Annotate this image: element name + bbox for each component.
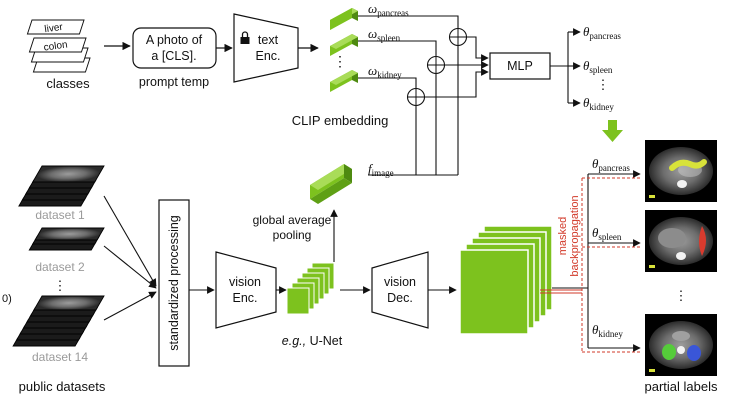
vision-decoder-line-2: Dec.: [387, 291, 413, 305]
text-encoder: text Enc.: [233, 13, 299, 83]
dataset-14-label: dataset 14: [32, 350, 88, 364]
dataset-1-label: dataset 1: [35, 208, 85, 222]
head-theta-spleen: θspleen: [592, 225, 622, 242]
text-encoder-line-1: text: [258, 33, 279, 47]
theta-out-spleen: θspleen: [583, 58, 613, 75]
output-feature-stack: [459, 225, 553, 335]
omega-spleen: ωspleen: [368, 26, 401, 43]
mlp-box: [489, 52, 551, 80]
dataset-stack-2: dataset 2: [28, 227, 105, 274]
head-theta-kidney: θkidney: [592, 322, 623, 339]
line-pancreas: [358, 15, 459, 28]
fimage-connectors: [368, 45, 459, 176]
concat-pancreas-icon: [448, 27, 468, 47]
classes-caption: classes: [46, 76, 90, 91]
mlp-label: MLP: [507, 59, 533, 73]
ct-slice-pancreas: [645, 140, 717, 202]
prompt-line-2: a [CLS].: [151, 49, 196, 63]
public-datasets-caption: public datasets: [19, 379, 106, 394]
left-edge-mark: 0): [2, 293, 12, 305]
standardized-box: [158, 199, 190, 367]
standardized-processing: standardized processing: [158, 199, 190, 367]
dataset-arrows: [103, 195, 157, 321]
text-encoder-shape: [233, 13, 299, 83]
pooling-line-2: pooling: [273, 228, 312, 242]
omega-pancreas: ωpancreas: [368, 1, 409, 18]
head-dots: ⋮: [675, 288, 688, 303]
clip-bar-kidney: [330, 70, 358, 92]
dataset-stack-14: dataset 14: [12, 295, 105, 364]
dataset-stack-1: dataset 1: [18, 165, 105, 222]
clip-bar-spleen: [330, 34, 358, 56]
line-kidney: [358, 77, 417, 88]
vision-encoder-line-1: vision: [229, 275, 261, 289]
prompt-line-1: A photo of: [146, 33, 203, 47]
pooling-line-1: global average: [253, 213, 332, 227]
line-spleen: [358, 40, 437, 56]
concat-circles: [406, 27, 468, 107]
theta-outputs: θpancreas θspleen ⋮ θkidney: [583, 24, 621, 112]
theta-out-pancreas: θpancreas: [583, 24, 621, 41]
class-sheet-liver: [26, 19, 85, 35]
feature-stack: [286, 262, 335, 315]
omega-labels: ωpancreas ωspleen ωkidney: [368, 1, 409, 80]
partial-labels-caption: partial labels: [645, 379, 718, 394]
theta-out-kidney: θkidney: [583, 95, 614, 112]
vision-decoder-line-1: vision: [384, 275, 416, 289]
clip-embeddings: ⋮ CLIP embedding: [292, 8, 389, 128]
clip-caption: CLIP embedding: [292, 113, 389, 128]
mlp-outputs: [550, 28, 581, 107]
omega-kidney: ωkidney: [368, 63, 402, 80]
theta-out-dots: ⋮: [597, 77, 610, 92]
concat-kidney-icon: [406, 87, 426, 107]
vision-encoder: vision Enc.: [215, 251, 277, 329]
clip-dots: ⋮: [333, 53, 347, 69]
concat-spleen-icon: [426, 55, 446, 75]
class-label-colon: colon: [43, 39, 68, 53]
prompt-template: A photo of a [CLS]. prompt temp: [132, 27, 217, 89]
fimage-label: fimage: [368, 161, 394, 178]
dataset-dots: ⋮: [54, 278, 67, 293]
classes-stack: liver colon classes: [26, 19, 91, 91]
ct-slice-kidney: [645, 314, 717, 376]
class-label-liver: liver: [44, 22, 64, 36]
clip-connectors: [358, 15, 459, 88]
vision-encoder-line-2: Enc.: [232, 291, 257, 305]
dataset-2-label: dataset 2: [35, 260, 85, 274]
concat-to-mlp: [424, 36, 489, 98]
mlp-block: MLP: [489, 52, 551, 80]
green-down-arrow-icon: [602, 120, 623, 142]
masked-line-2: backpropagation: [569, 195, 581, 276]
masked-backprop-path: [540, 177, 642, 353]
ct-slice-spleen: [645, 210, 717, 272]
vision-decoder-shape: [371, 251, 429, 329]
prompt-caption: prompt temp: [139, 75, 209, 89]
fimage-bar: fimage: [310, 161, 394, 204]
unet-caption: e.g., U-Net: [282, 334, 343, 348]
lock-icon: [240, 31, 250, 44]
class-sheet-colon: [28, 37, 87, 53]
head-theta-labels: θpancreas θspleen θkidney ⋮: [592, 156, 688, 339]
text-encoder-line-2: Enc.: [255, 49, 280, 63]
vision-encoder-shape: [215, 251, 277, 329]
vision-decoder: vision Dec.: [371, 251, 429, 329]
masked-line-1: masked: [557, 217, 569, 256]
head-theta-pancreas: θpancreas: [592, 156, 630, 173]
standardized-label: standardized processing: [167, 215, 181, 351]
